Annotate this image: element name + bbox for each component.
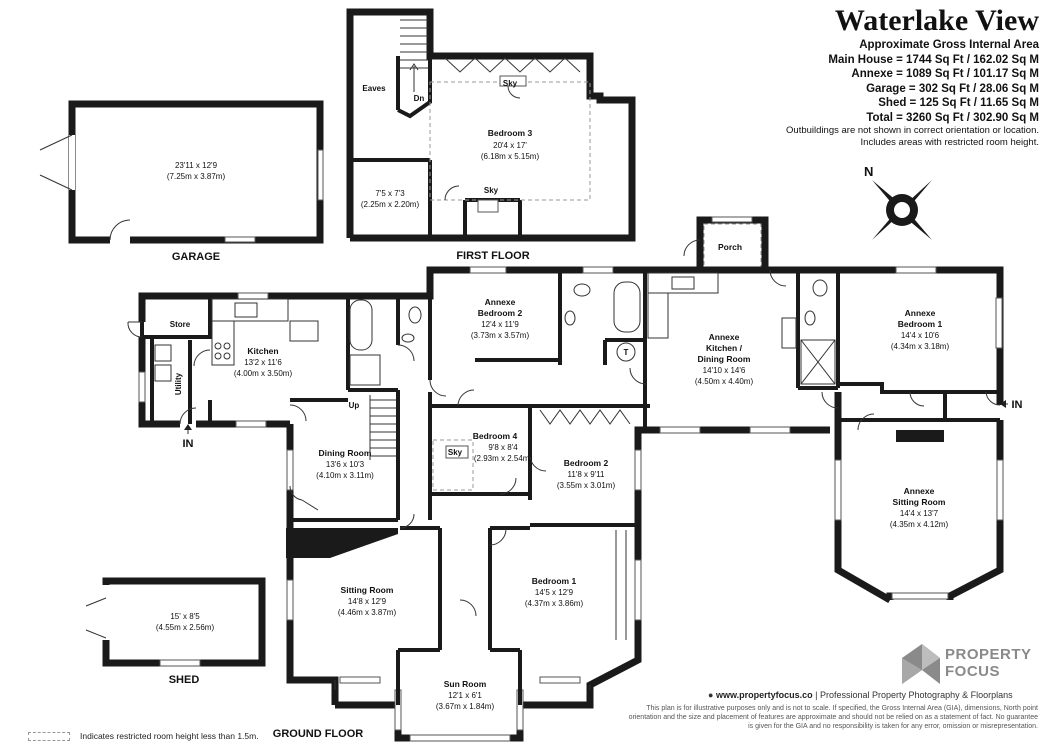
compass-north-label: N	[864, 164, 873, 179]
kitchen-name: Kitchen	[247, 346, 278, 356]
first-floor-label: FIRST FLOOR	[456, 250, 529, 262]
dining-dim-imperial: 13'6 x 10'3	[326, 460, 365, 469]
porch-name: Porch	[718, 242, 742, 252]
eaves-label: Eaves	[362, 84, 386, 93]
area-heading: Approximate Gross Internal Area	[859, 39, 1039, 51]
legend: Indicates restricted room height less th…	[28, 731, 259, 742]
shed-label: SHED	[169, 674, 200, 686]
stairs-down-label: Dn	[414, 94, 425, 103]
store-label: Store	[170, 320, 191, 329]
tank-label: T	[624, 348, 629, 357]
sunroom-dim-imperial: 12'1 x 6'1	[448, 691, 482, 700]
annexe-kitchen-name1: Annexe	[709, 332, 740, 342]
compass-icon: N	[864, 164, 932, 240]
annexe-kitchen-name2: Kitchen /	[706, 343, 743, 353]
entry-arrow-main	[184, 424, 192, 434]
staircase	[400, 19, 428, 92]
entry-arrow-annexe	[1000, 400, 1008, 408]
kitchen-dim-metric: (4.00m x 3.50m)	[234, 369, 293, 378]
annexe-bed2-dim-imperial: 12'4 x 11'9	[481, 320, 519, 329]
bedroom2-dim-metric: (3.55m x 3.01m)	[557, 481, 616, 490]
tagline: Professional Property Photography & Floo…	[820, 690, 1013, 700]
sky-label-bed4: Sky	[448, 448, 463, 457]
website-link[interactable]: www.propertyfocus.co	[715, 690, 813, 700]
sitting-dim-imperial: 14'8 x 12'9	[348, 597, 387, 606]
rooflight-windows	[444, 57, 581, 213]
bedroom1-dim-metric: (4.37m x 3.86m)	[525, 599, 584, 608]
shed-plan: 15' x 8'5 (4.55m x 2.56m) SHED	[85, 577, 266, 686]
property-focus-logo-icon	[902, 644, 940, 684]
sky-label-landing: Sky	[484, 186, 499, 195]
ground-staircase	[369, 395, 396, 460]
area-note-restricted: Includes areas with restricted room heig…	[860, 137, 1039, 148]
annexe-sitting-name1: Annexe	[904, 486, 935, 496]
annexe-kitchen-dim-metric: (4.50m x 4.40m)	[695, 377, 754, 386]
annexe-bed1-name2: Bedroom 1	[898, 319, 943, 329]
sky-label-bed3: Sky	[503, 79, 518, 88]
annexe-bed1-dim-metric: (4.34m x 3.18m)	[891, 342, 950, 351]
bedroom4-name: Bedroom 4	[473, 431, 518, 441]
kitchen-dim-imperial: 13'2 x 11'6	[244, 358, 282, 367]
globe-icon: ●	[708, 690, 714, 700]
sunroom-name: Sun Room	[444, 679, 487, 689]
area-summary: Approximate Gross Internal Area Main Hou…	[786, 38, 1039, 149]
annexe-bed2-name2: Bedroom 2	[478, 308, 523, 318]
dining-name: Dining Room	[319, 448, 372, 458]
annexe-bed1-dim-imperial: 14'4 x 10'6	[901, 331, 940, 340]
area-total: Total = 3260 Sq Ft / 302.90 Sq M	[866, 111, 1039, 124]
dining-dim-metric: (4.10m x 3.11m)	[316, 471, 374, 480]
brand-name: PROPERTY FOCUS	[945, 646, 1032, 680]
legend-text: Indicates restricted room height less th…	[80, 731, 259, 741]
area-annexe: Annexe = 1089 Sq Ft / 101.17 Sq M	[851, 68, 1039, 80]
bedroom3-dim-imperial: 20'4 x 17'	[493, 141, 527, 150]
annexe-entrance-label: IN	[1012, 399, 1023, 411]
shed-dim-metric: (4.55m x 2.56m)	[156, 623, 215, 632]
ground-floor-label: GROUND FLOOR	[273, 728, 363, 740]
annexe-sitting-dim-imperial: 14'4 x 13'7	[900, 509, 939, 518]
landing-dim-metric: (2.25m x 2.20m)	[361, 200, 420, 209]
area-garage: Garage = 302 Sq Ft / 28.06 Sq M	[866, 82, 1039, 95]
first-floor-plan: Eaves Dn Sky Sky Bedroom 3 20'4 x 17' (6…	[346, 8, 636, 262]
restricted-height-swatch	[28, 732, 70, 742]
bedroom1-name: Bedroom 1	[532, 576, 577, 586]
divider: |	[815, 690, 820, 700]
area-main-house: Main House = 1744 Sq Ft / 162.02 Sq M	[828, 53, 1039, 66]
landing-dim-imperial: 7'5 x 7'3	[375, 189, 405, 198]
annexe-bed2-name1: Annexe	[485, 297, 516, 307]
annexe-sitting-name2: Sitting Room	[893, 497, 946, 507]
bedroom1-dim-imperial: 14'5 x 12'9	[535, 588, 574, 597]
area-shed: Shed = 125 Sq Ft / 11.65 Sq M	[878, 97, 1039, 109]
bedroom4-dim-imperial: 9'8 x 8'4	[488, 443, 518, 452]
garage-dim-imperial: 23'11 x 12'9	[175, 161, 218, 170]
brand-line2: FOCUS	[945, 663, 1000, 680]
garage-label: GARAGE	[172, 251, 220, 263]
bedroom3-dim-metric: (6.18m x 5.15m)	[481, 152, 540, 161]
bedroom3-name: Bedroom 3	[488, 128, 533, 138]
annexe-bed2-dim-metric: (3.73m x 3.57m)	[471, 331, 530, 340]
utility-label: Utility	[174, 372, 183, 395]
sitting-name: Sitting Room	[341, 585, 394, 595]
garage-dim-metric: (7.25m x 3.87m)	[167, 172, 226, 181]
shed-dim-imperial: 15' x 8'5	[170, 612, 200, 621]
sitting-dim-metric: (4.46m x 3.87m)	[338, 608, 397, 617]
bedroom2-name: Bedroom 2	[564, 458, 609, 468]
property-title: Waterlake View	[834, 4, 1039, 37]
ground-floor-plan: Store Utility IN IN Up T Sky Kitchen 13'…	[127, 266, 1023, 742]
area-note-orientation: Outbuildings are not shown in correct or…	[786, 125, 1039, 136]
annexe-kitchen-dim-imperial: 14'10 x 14'6	[703, 366, 746, 375]
stairs-up-label: Up	[349, 401, 360, 410]
porch: Porch	[683, 216, 769, 270]
disclaimer: This plan is for illustrative purposes o…	[628, 705, 1038, 730]
bedroom4-dim-metric: (2.93m x 2.54m)	[474, 454, 533, 463]
bedroom2-dim-imperial: 11'8 x 9'11	[567, 470, 605, 479]
main-entrance-label: IN	[183, 438, 194, 450]
annexe-sitting-dim-metric: (4.35m x 4.12m)	[890, 520, 949, 529]
website-line: ● www.propertyfocus.co | Professional Pr…	[708, 690, 1013, 700]
sunroom-dim-metric: (3.67m x 1.84m)	[436, 702, 495, 711]
annexe-kitchen-name3: Dining Room	[698, 354, 751, 364]
garage-plan: 23'11 x 12'9 (7.25m x 3.87m) GARAGE	[39, 100, 324, 263]
annexe-bed1-name1: Annexe	[905, 308, 936, 318]
brand-line1: PROPERTY	[945, 646, 1032, 663]
